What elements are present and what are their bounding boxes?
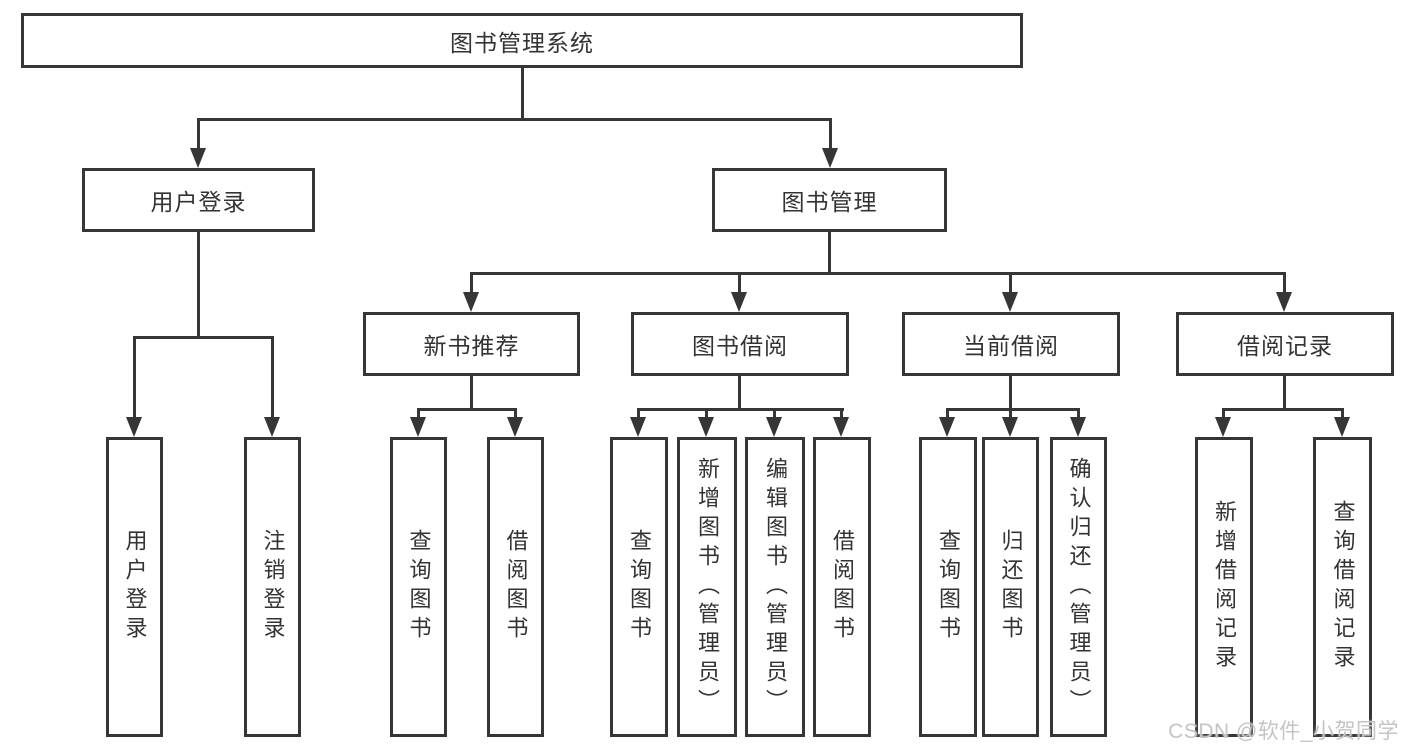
node-root-label: 图书管理系统 (450, 29, 594, 56)
leaf-bb-add-book-admin: 新增图书（管理员） (677, 437, 737, 737)
connector-line (470, 272, 473, 296)
connector-line (470, 272, 1286, 275)
connector-line (637, 408, 844, 411)
arrowhead-down (939, 417, 955, 437)
leaf-bb-borrow-book-label: 借阅图书 (830, 529, 855, 645)
leaf-logout-login-label: 注销登录 (260, 529, 286, 645)
arrowhead-down (1215, 417, 1231, 437)
connector-line (773, 408, 776, 422)
leaf-rec-borrow-book: 借阅图书 (487, 437, 544, 737)
connector-line (1283, 272, 1286, 296)
arrowhead-down (507, 417, 523, 437)
leaf-cb-confirm-return-admin-label: 确认归还（管理员） (1066, 456, 1092, 718)
leaf-cb-query-book: 查询图书 (919, 437, 977, 737)
connector-line (738, 376, 741, 411)
arrowhead-down (1002, 417, 1018, 437)
node-borrow-records: 借阅记录 (1176, 312, 1394, 376)
leaf-user-login: 用户登录 (106, 437, 163, 737)
leaf-rec-query-book: 查询图书 (390, 437, 447, 737)
node-current-borrow-label: 当前借阅 (963, 333, 1059, 359)
leaf-br-add-record-label: 新增借阅记录 (1212, 500, 1237, 674)
arrowhead-down (190, 148, 206, 168)
connector-line (1077, 408, 1080, 422)
node-user-login-label: 用户登录 (150, 189, 247, 215)
arrowhead-down (731, 292, 747, 312)
leaf-br-add-record: 新增借阅记录 (1195, 437, 1253, 737)
connector-line (1341, 408, 1344, 422)
connector-line (197, 232, 200, 339)
connector-line (417, 408, 517, 411)
connector-line (197, 118, 200, 152)
watermark: CSDN @软件_小贺同学 (1168, 720, 1399, 743)
node-book-management-label: 图书管理 (781, 189, 878, 215)
node-book-borrow-label: 图书借阅 (692, 333, 788, 359)
arrowhead-down (630, 417, 646, 437)
node-current-borrow: 当前借阅 (902, 312, 1120, 376)
node-borrow-records-label: 借阅记录 (1237, 333, 1333, 359)
connector-line (1222, 408, 1344, 411)
leaf-cb-return-book-label: 归还图书 (998, 529, 1024, 645)
arrowhead-down (833, 417, 849, 437)
connector-line (946, 408, 1080, 411)
connector-line (1009, 408, 1012, 422)
arrowhead-down (264, 417, 280, 437)
node-new-book-recommend-label: 新书推荐 (423, 333, 520, 359)
leaf-rec-query-book-label: 查询图书 (406, 529, 432, 645)
leaf-br-query-record-label: 查询借阅记录 (1330, 500, 1356, 674)
connector-line (828, 232, 831, 275)
connector-line (271, 336, 274, 421)
leaf-cb-query-book-label: 查询图书 (936, 529, 961, 645)
arrowhead-down (766, 417, 782, 437)
connector-line (521, 68, 524, 121)
arrowhead-down (463, 292, 479, 312)
arrowhead-down (126, 417, 142, 437)
arrowhead-down (410, 417, 426, 437)
leaf-rec-borrow-book-label: 借阅图书 (503, 529, 529, 645)
connector-line (738, 272, 741, 296)
connector-line (1009, 376, 1012, 411)
arrowhead-down (698, 417, 714, 437)
connector-line (1009, 272, 1012, 296)
leaf-logout-login: 注销登录 (244, 437, 301, 737)
node-book-management: 图书管理 (712, 168, 947, 232)
arrowhead-down (1002, 292, 1018, 312)
leaf-bb-edit-book-admin-label: 编辑图书（管理员） (763, 456, 788, 718)
connector-line (197, 118, 832, 121)
connector-line (829, 118, 832, 152)
arrowhead-down (822, 148, 838, 168)
arrowhead-down (1276, 292, 1292, 312)
connector-line (1222, 408, 1225, 422)
connector-line (133, 336, 274, 339)
node-new-book-recommend: 新书推荐 (363, 312, 580, 376)
arrowhead-down (1334, 417, 1350, 437)
connector-line (514, 408, 517, 422)
connector-line (637, 408, 640, 422)
leaf-bb-add-book-admin-label: 新增图书（管理员） (695, 456, 720, 718)
node-user-login: 用户登录 (82, 168, 315, 232)
leaf-cb-confirm-return-admin: 确认归还（管理员） (1050, 437, 1107, 737)
connector-line (133, 336, 136, 421)
connector-line (840, 408, 843, 422)
node-book-borrow: 图书借阅 (631, 312, 849, 376)
arrowhead-down (1070, 417, 1086, 437)
connector-line (470, 376, 473, 411)
node-root: 图书管理系统 (21, 13, 1023, 68)
leaf-user-login-label: 用户登录 (122, 529, 148, 645)
leaf-bb-query-book: 查询图书 (610, 437, 668, 737)
leaf-br-query-record: 查询借阅记录 (1313, 437, 1372, 737)
leaf-bb-edit-book-admin: 编辑图书（管理员） (745, 437, 805, 737)
connector-line (946, 408, 949, 422)
leaf-cb-return-book: 归还图书 (982, 437, 1039, 737)
leaf-bb-query-book-label: 查询图书 (627, 529, 652, 645)
connector-line (417, 408, 420, 422)
leaf-bb-borrow-book: 借阅图书 (813, 437, 871, 737)
connector-line (1283, 376, 1286, 411)
connector-line (705, 408, 708, 422)
